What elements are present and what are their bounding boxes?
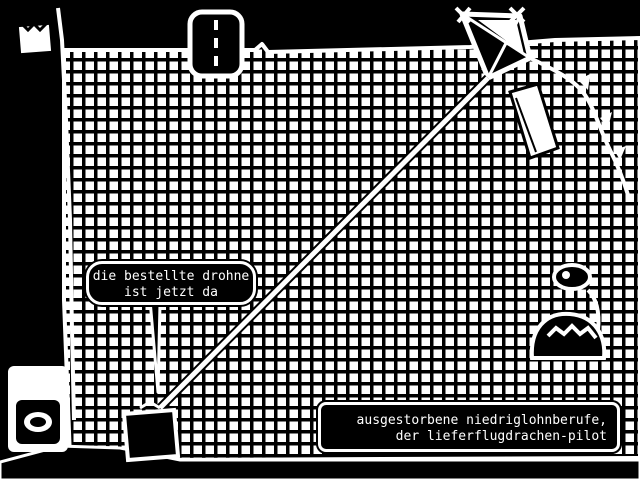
caption-line-1: ausgestorbene niedriglohnberufe, <box>356 413 607 428</box>
speech-bubble-line-1: die bestellte drohne <box>92 269 250 284</box>
road-sign-icon <box>187 9 245 79</box>
cup-icon <box>18 21 52 54</box>
caption-line-2: der lieferflugdrachen-pilot <box>395 429 607 444</box>
washing-machine-icon <box>8 366 68 452</box>
ground <box>0 444 640 480</box>
left-frame-line <box>56 7 76 421</box>
parcel-icon <box>508 82 560 160</box>
kite-string <box>156 74 492 412</box>
checkered-sky <box>62 36 640 464</box>
speech-bubble-line-2: ist jetzt da <box>124 285 218 300</box>
pilot-character <box>121 400 181 463</box>
caption-box: ausgestorbene niedriglohnberufe, der lie… <box>318 402 620 452</box>
kite-icon <box>454 6 630 196</box>
speech-bubble: die bestellte drohne ist jetzt da <box>86 261 256 305</box>
creature-character <box>529 263 607 360</box>
